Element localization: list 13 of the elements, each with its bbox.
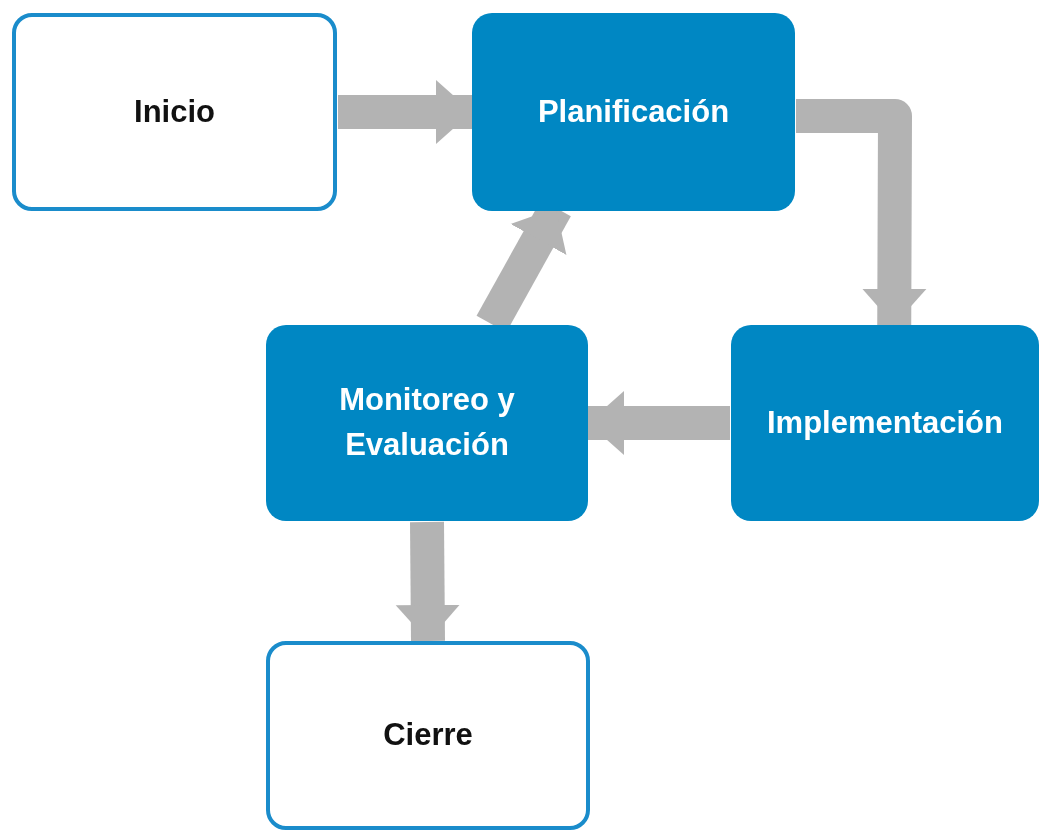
box-label: Inicio: [134, 92, 215, 131]
process-box: [472, 13, 795, 211]
arrow: [395, 521, 460, 642]
arrow: [338, 80, 472, 144]
box-label: Cierre: [383, 716, 473, 755]
process-box: [731, 325, 1039, 521]
process-box: [266, 325, 588, 521]
process-box: [266, 641, 590, 830]
box-label: Monitoreo y Evaluación: [338, 381, 516, 464]
box-label: Implementación: [767, 403, 1003, 442]
arrow: [588, 391, 730, 455]
process-box: [12, 13, 337, 211]
box-label: Planificación: [537, 92, 730, 131]
